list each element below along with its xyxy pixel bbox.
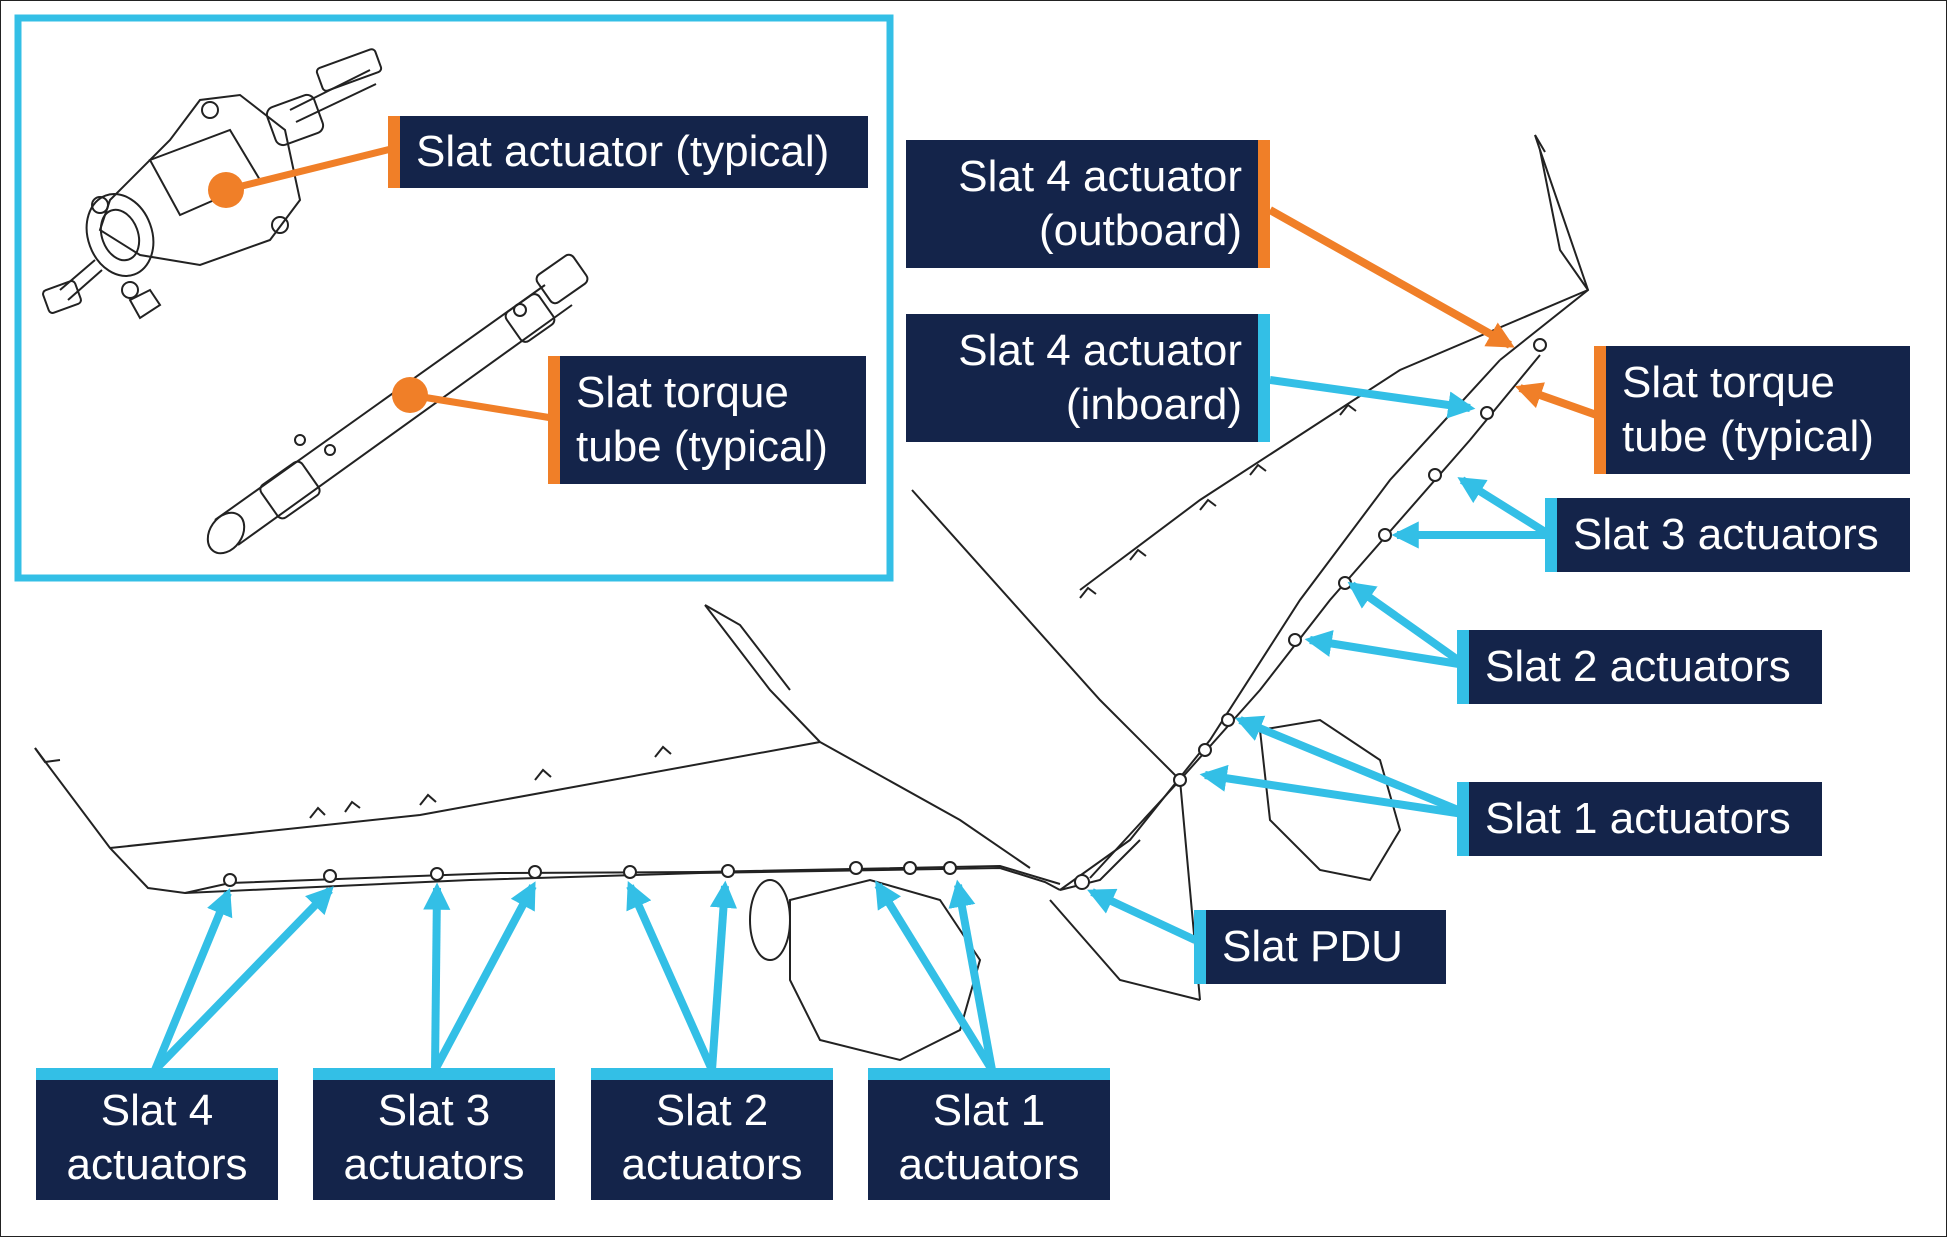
torque-tube-text-line1: Slat torque [1622, 358, 1835, 407]
right-blue-arrows [1087, 376, 1553, 944]
actuator-sketch [42, 48, 383, 320]
slat-pdu-text: Slat PDU [1222, 922, 1403, 971]
bottom-slat4-text-line2: actuators [66, 1140, 248, 1189]
inset-torque-tube-text-line2: tube (typical) [576, 422, 828, 471]
inset-torque-tube-label: Slat torque tube (typical) [548, 356, 866, 484]
inset-torque-tube-text-line1: Slat torque [576, 368, 789, 417]
wing-line-art [34, 134, 1590, 1062]
inset-actuator-label: Slat actuator (typical) [388, 116, 868, 188]
bottom-slat2-text-line1: Slat 2 [655, 1086, 769, 1135]
slat4-inboard-text-line1: Slat 4 actuator [958, 326, 1242, 375]
torque-tube-arrow [1514, 382, 1607, 422]
slat2-right-label: Slat 2 actuators [1457, 630, 1822, 704]
inset-actuator-leader [208, 144, 396, 208]
bottom-slat1-text-line1: Slat 1 [932, 1086, 1046, 1135]
slat3-right-text: Slat 3 actuators [1573, 510, 1879, 559]
slat4-inboard-label: Slat 4 actuator (inboard) [906, 314, 1270, 442]
slat1-right-text: Slat 1 actuators [1485, 794, 1791, 843]
bottom-slat1-label: Slat 1 actuators [868, 1068, 1110, 1200]
slat4-outboard-text-line2: (outboard) [1038, 206, 1242, 255]
slat2-right-text: Slat 2 actuators [1485, 642, 1791, 691]
bottom-blue-arrows [151, 879, 996, 1073]
bottom-slat4-label: Slat 4 actuators [36, 1068, 278, 1200]
bottom-slat2-label: Slat 2 actuators [591, 1068, 833, 1200]
slat4-outboard-label: Slat 4 actuator (outboard) [906, 140, 1270, 268]
bottom-slat4-text-line1: Slat 4 [100, 1086, 214, 1135]
slat-pdu-label: Slat PDU [1194, 910, 1446, 984]
inset-box [14, 14, 894, 582]
bottom-slat3-label: Slat 3 actuators [313, 1068, 555, 1200]
slat1-right-label: Slat 1 actuators [1457, 782, 1822, 856]
inset-torque-tube-leader [392, 377, 553, 422]
slat4-outboard-text-line1: Slat 4 actuator [958, 152, 1242, 201]
bottom-slat1-text-line2: actuators [898, 1140, 1080, 1189]
bottom-slat2-text-line2: actuators [621, 1140, 803, 1189]
actuator-nodes [223, 338, 1547, 890]
bottom-slat3-text-line2: actuators [343, 1140, 525, 1189]
slat4-outboard-arrow [1268, 206, 1515, 349]
torque-tube-text-line2: tube (typical) [1622, 412, 1874, 461]
slat3-right-label: Slat 3 actuators [1545, 498, 1910, 572]
torque-tube-sketch [206, 253, 589, 555]
torque-tube-label: Slat torque tube (typical) [1594, 346, 1910, 474]
slat4-inboard-text-line2: (inboard) [1065, 380, 1242, 429]
inset-actuator-text: Slat actuator (typical) [416, 127, 830, 176]
bottom-slat3-text-line1: Slat 3 [377, 1086, 491, 1135]
